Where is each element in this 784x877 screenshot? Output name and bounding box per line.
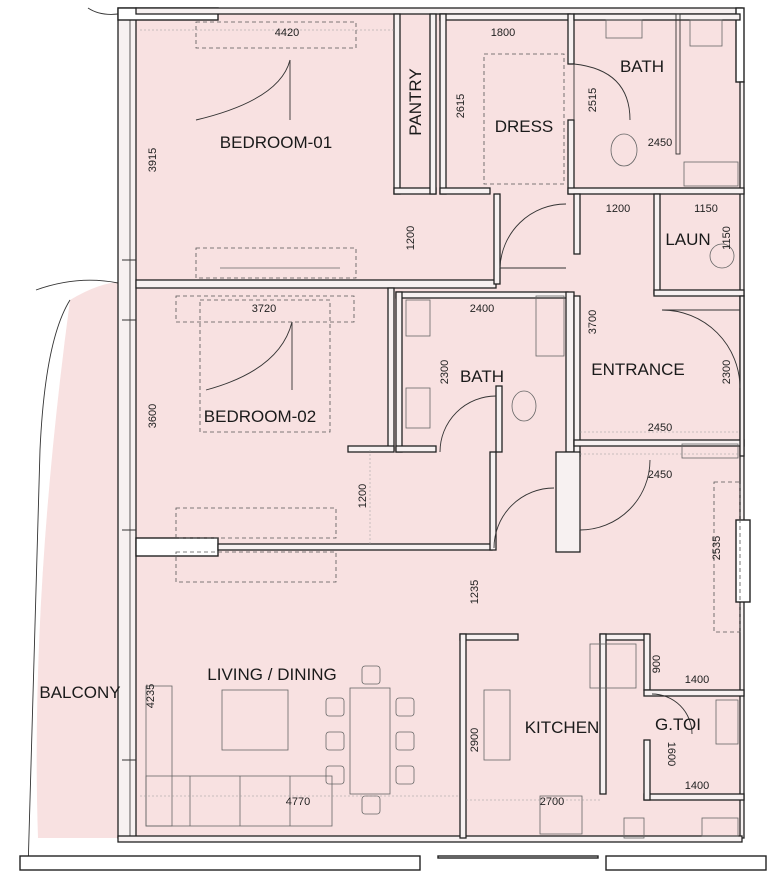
dim-living-w: 4770 [286,796,310,808]
room-label-laun: LAUN [665,230,710,249]
doors [195,59,741,735]
dim-b2-width: 3720 [252,303,276,315]
furniture [145,19,741,839]
dim-gtoi-w2: 1400 [685,780,709,792]
dim-b1-width: 4420 [275,27,299,39]
interior-walls [135,13,745,839]
dim-dress-width: 1800 [491,27,515,39]
dim-living-h: 4235 [145,684,157,708]
dimension-lines [140,29,740,801]
balcony-outline [27,7,119,871]
dim-kitchen-w: 2700 [540,796,564,808]
dim-kitchen-h: 2900 [469,728,481,752]
room-label-living-dining: LIVING / DINING [207,665,336,684]
dim-entrance-w1: 2450 [648,422,672,434]
dim-bath2-width: 2400 [470,303,494,315]
dim-entrance-h: 3700 [587,310,599,334]
dim-laun-h: 1150 [721,226,733,250]
dim-pantry-height: 2615 [455,94,467,118]
dim-corridor-1: 1200 [405,226,417,250]
dim-living-gap: 1235 [469,580,481,604]
room-label-entrance: ENTRANCE [591,360,685,379]
dim-entrance-w2: 2450 [648,469,672,481]
dim-entrance-right: 2300 [721,360,733,384]
room-label-bedroom-01: BEDROOM-01 [220,133,332,152]
room-label-balcony: BALCONY [39,683,120,702]
dim-laun-w2: 1150 [694,203,718,215]
dim-bath2-height: 2300 [439,360,451,384]
dim-bath1-width: 2450 [648,137,672,149]
dim-laun-w1: 1200 [606,203,630,215]
room-label-pantry: PANTRY [406,68,425,135]
room-label-bath-2: BATH [460,367,504,386]
dim-right-h: 2535 [711,536,723,560]
dim-b2-height: 3600 [147,404,159,428]
room-label-g-toi: G.TOI [655,715,701,734]
dim-gtoi-h: 1600 [665,742,677,766]
room-label-bath-1: BATH [620,57,664,76]
dim-corridor-2: 1200 [357,484,369,508]
outer-walls [19,7,767,871]
dim-bath1-height: 2515 [587,88,599,112]
dim-b1-height: 3915 [147,148,159,172]
room-label-kitchen: KITCHEN [525,718,600,737]
dim-gtoi-w1: 1400 [685,674,709,686]
dim-gtoi-top: 900 [651,655,663,673]
room-label-bedroom-02: BEDROOM-02 [204,407,316,426]
room-label-dress: DRESS [495,117,554,136]
